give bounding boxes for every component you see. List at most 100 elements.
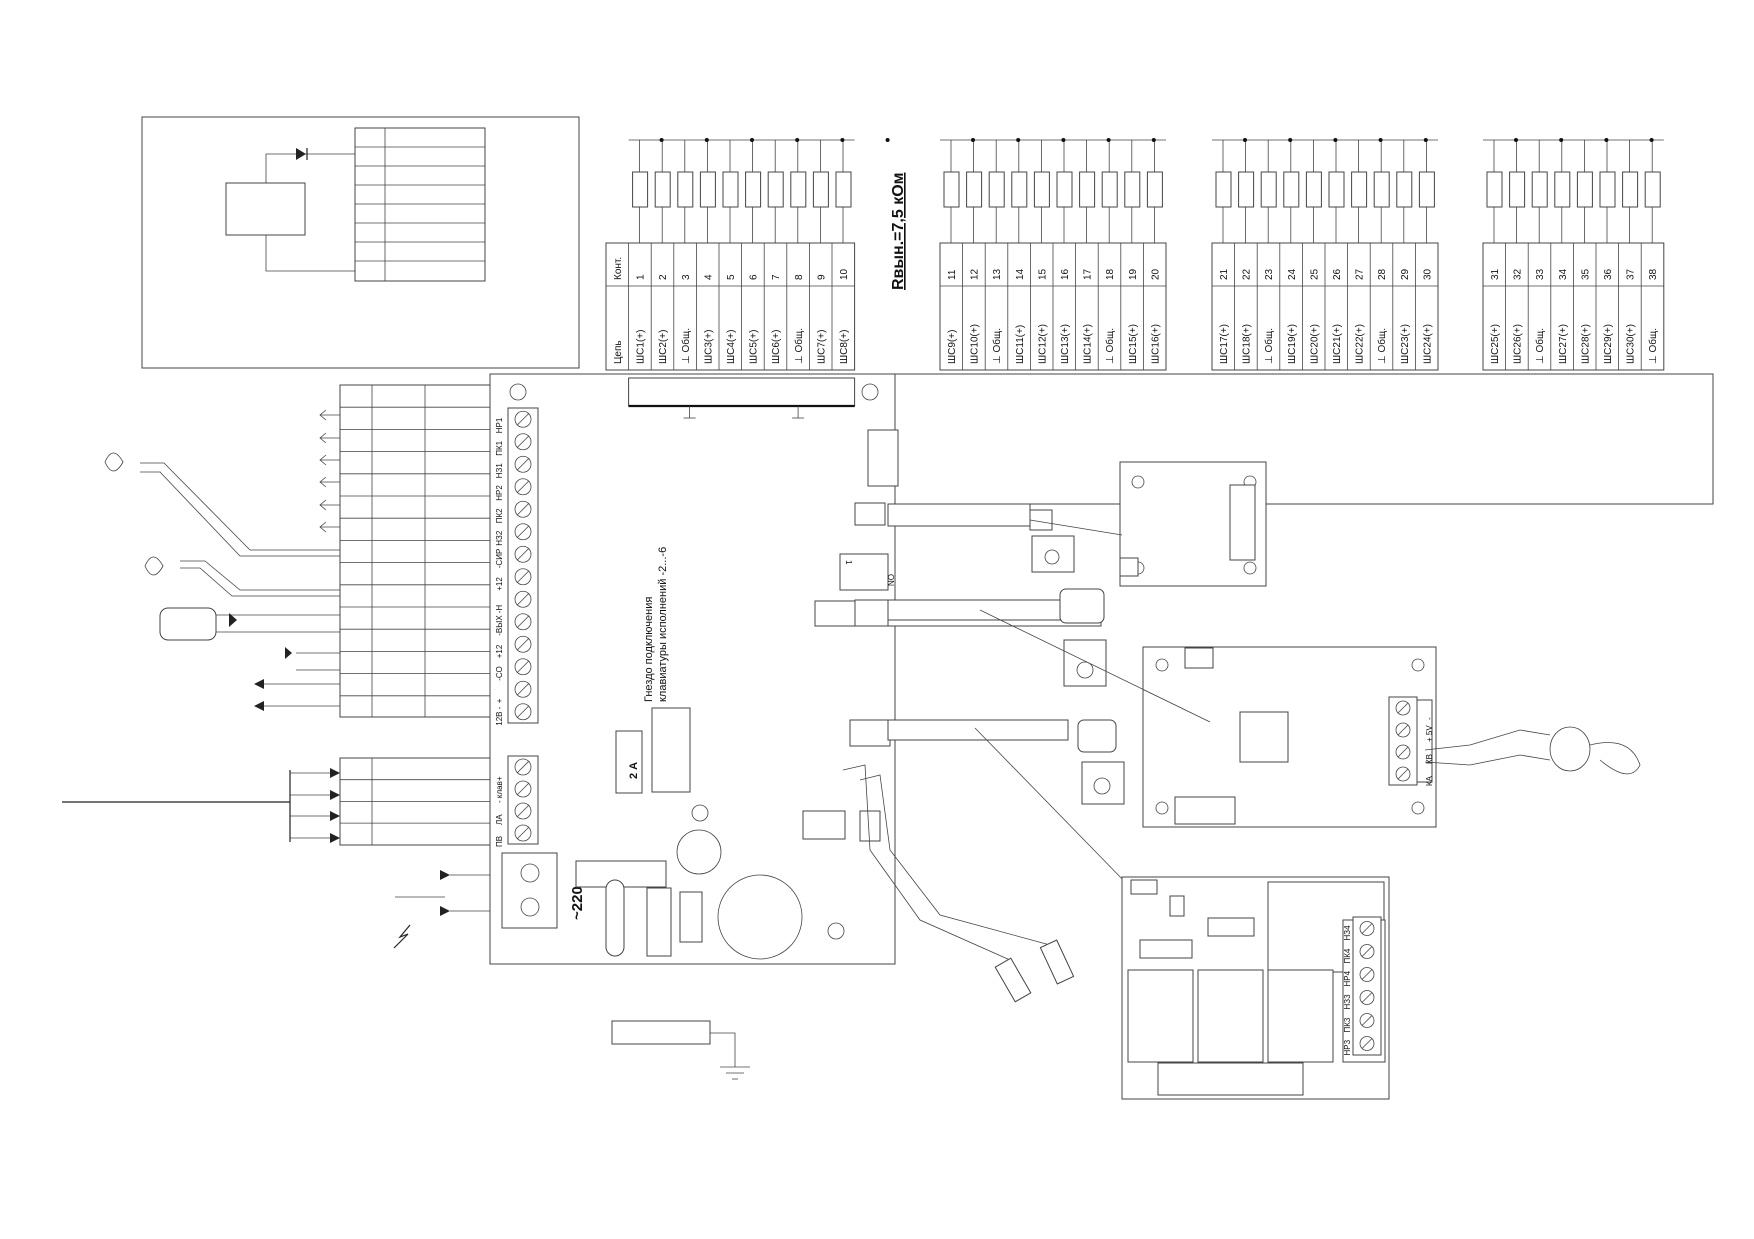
circuit-name: ШС20(+) [1309,324,1320,364]
resistor-icon [1011,171,1028,208]
fuse-label: 2 А [628,762,640,779]
expansion-rail [894,373,1714,505]
terminal-label: НЗ3 [1343,994,1352,1010]
diode-icon [229,613,237,627]
terminal-screw-icon [514,613,532,631]
contact-number: 26 [1332,268,1343,280]
terminal-label: + [495,776,504,781]
expansion-modules: ON 1 [611,429,1641,1100]
resistor-icon [1554,171,1571,208]
circuit-name: ШС17(+) [1219,324,1230,364]
circuit-name: ⊥ Общ. [1647,328,1659,364]
terminal-label: НР3 [1343,1039,1352,1055]
terminal-screw-icon [1359,1013,1375,1028]
contact-number: 32 [1513,268,1524,280]
resistor-icon [812,171,829,208]
resistor-icon [1215,171,1232,208]
terminal-label: + 5V [1425,725,1434,742]
terminal-screw-icon [514,455,532,473]
contact-number: 5 [726,274,737,280]
resistor-icon [1576,171,1593,208]
terminal-label: НЗ4 [1343,925,1352,941]
resistor-icon [1079,171,1096,208]
terminal-screw-icon [1395,766,1411,782]
terminal-screw-icon [1359,944,1375,959]
circuit-name: ШС15(+) [1128,324,1139,364]
terminal-screw-icon [514,802,532,820]
resistor-icon [1101,171,1118,208]
contact-number: 3 [681,274,692,280]
resistor-icon [1260,171,1277,208]
terminal-screw-icon [1395,722,1411,738]
left-wiring [62,384,491,949]
circuit-name: ШС4(+) [726,330,737,364]
terminal-label: 12В - [495,706,504,725]
terminal-screw-icon [1359,967,1375,982]
terminal-screw-icon [1395,744,1411,760]
circuit-name: ШС13(+) [1060,324,1071,364]
contact-number: 8 [794,274,805,280]
resistor-icon [1599,171,1616,208]
resistor-icon [1509,171,1526,208]
terminal-screw-icon [514,568,532,586]
terminal-label: КА [1425,775,1434,786]
power-label: ~220 [569,886,586,920]
circuit-name: ШС12(+) [1037,324,1048,364]
circuit-name: ШС25(+) [1490,324,1501,364]
terminal-screw-icon [1359,1036,1375,1051]
terminal-screw-icon [514,433,532,451]
terminal-label: -СИР [495,549,504,569]
terminal-label: - клав [495,781,504,803]
contact-number: 11 [947,269,958,280]
circuit-name: ШС26(+) [1513,324,1524,364]
terminal-label: НЗ2 [495,530,504,546]
resistor-icon [943,171,960,208]
resistor-icon [767,171,784,208]
circuit-name: ШС8(+) [839,330,850,364]
circuit-name: ШС27(+) [1558,324,1569,364]
contact-number: 33 [1535,268,1546,280]
resistor-icon [745,171,762,208]
diode-icon [296,148,306,160]
contact-number: 20 [1150,268,1161,280]
circuit-name: ШС6(+) [771,330,782,364]
circuit-name: ШС5(+) [749,330,760,364]
circuit-name: ⊥ Общ. [680,328,692,364]
circuit-name: ШС14(+) [1083,324,1094,364]
dip-switch-on-label: ON [886,574,895,586]
resistor-icon [632,171,649,208]
contact-number: 14 [1015,268,1026,280]
resistor-icon [1644,171,1661,208]
circuit-name: ШС2(+) [658,330,669,364]
contact-number: 10 [839,268,850,280]
terminal-screw-icon [514,658,532,676]
main-board: 2 А Гнездо подключения клавиатуры исполн… [489,373,896,965]
terminal-screw-icon [514,758,532,776]
terminal-label: -ВЫХ [495,615,504,636]
contact-number: 18 [1105,268,1116,280]
terminal-screw-icon [514,545,532,563]
circuit-name: ⊥ Общ. [1104,328,1116,364]
circuit-name: ШС18(+) [1242,324,1253,364]
terminal-screw-icon [514,523,532,541]
resistor-icon [1373,171,1390,208]
terminal-label: ЛА [495,814,504,825]
resistor-icon [699,171,716,208]
main-terminal-strip: НР1ПК1НЗ1НР2ПК2НЗ2-СИР+12-Н-ВЫХ+12-СО+12… [495,407,539,726]
contact-number: 6 [749,274,760,280]
circuit-name: ШС9(+) [947,330,958,364]
resistor-icon [1033,171,1050,208]
contact-number: 31 [1490,268,1501,280]
contact-number: 12 [970,268,981,280]
circuit-name: ШС29(+) [1603,324,1614,364]
keyboard-socket-label-1: Гнездо подключения [643,597,655,702]
resistor-icon [654,171,671,208]
resistor-icon [1531,171,1548,208]
terminal-screw-icon [1359,921,1375,936]
circuit-name: ШС30(+) [1626,324,1637,364]
resistor-icon [1328,171,1345,208]
contact-number: 2 [658,274,669,280]
contact-number: 25 [1309,268,1320,280]
lightning-icon [393,924,411,949]
